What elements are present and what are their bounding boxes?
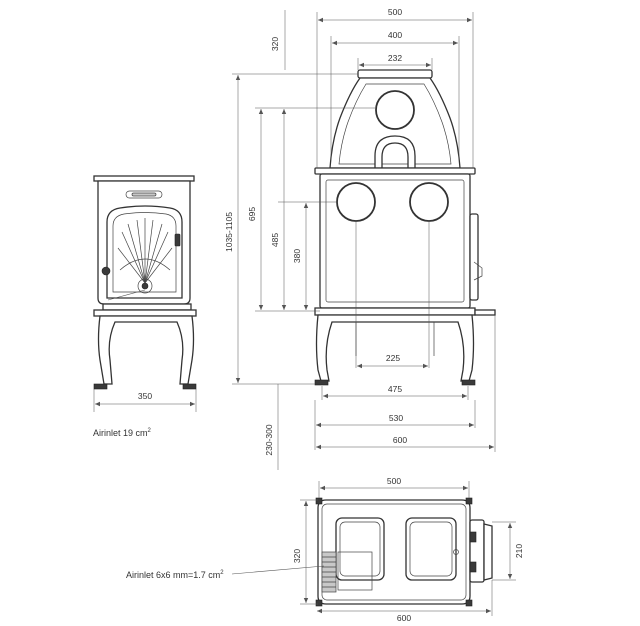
- plan-plate-left: [335, 517, 385, 581]
- plan-width600-label: 600: [397, 613, 411, 623]
- top-clearance-label: 320: [270, 37, 280, 51]
- total-height-label: 1035-1105: [224, 212, 234, 252]
- side-foot-right: [182, 383, 197, 390]
- side-plinth: [102, 303, 192, 311]
- plan-air-inlet-label: Airinlet 6x6 mm=1.7 cm2: [126, 570, 224, 580]
- nameplate: [125, 190, 163, 199]
- rear-outlet-height-label: 380: [292, 249, 302, 263]
- plan-plate-left-inner: [339, 521, 381, 577]
- side-top-cap: [93, 175, 195, 182]
- width600-label: 600: [393, 435, 407, 445]
- leg-height-label: 230-300: [264, 424, 274, 455]
- top-flue-outlet: [375, 90, 415, 130]
- plan-grille-slots: [322, 556, 336, 588]
- front-foot-left: [314, 379, 329, 386]
- door-hinge: [101, 266, 111, 276]
- door: [106, 205, 183, 299]
- side-view: 350 Airinlet 19 cm2: [93, 175, 197, 438]
- plan-air-inlet-leader: [231, 565, 325, 575]
- rear-outlet-left: [336, 182, 376, 222]
- flue-collar: [357, 69, 433, 79]
- side-air-inlet-leader: [107, 289, 146, 301]
- front-foot-right: [461, 379, 476, 386]
- door-handle: [174, 233, 181, 247]
- plan-corner-tl: [315, 497, 323, 505]
- side-legs: [97, 315, 195, 385]
- front-ash-lip: [474, 309, 496, 316]
- side-air-inlet-label: Airinlet 19 cm2: [93, 428, 152, 438]
- side-base-top: [93, 309, 197, 317]
- air-control-center: [141, 282, 149, 290]
- width530-label: 530: [389, 413, 403, 423]
- plan-side-hinge-bottom: [469, 561, 477, 573]
- front-legs: [315, 314, 475, 382]
- air-control-knob: [137, 278, 153, 294]
- plan-depth-label: 320: [292, 549, 302, 563]
- nameplate-logo: [131, 192, 157, 197]
- canopy-inner-line: [338, 83, 452, 165]
- plan-corner-bl: [315, 599, 323, 607]
- plan-corner-tr: [465, 497, 473, 505]
- width500-label: 500: [388, 7, 402, 17]
- side-width-label: 350: [138, 391, 152, 401]
- door-fan-decoration: [117, 218, 173, 284]
- front-top-plate: [314, 167, 476, 175]
- door-inner-frame: [112, 212, 177, 293]
- plan-width500-label: 500: [387, 476, 401, 486]
- plan-side-door: [469, 519, 485, 583]
- side-door-profile: [469, 213, 479, 301]
- plan-corner-br: [465, 599, 473, 607]
- side-door-handle: [473, 261, 483, 281]
- width400-label: 400: [388, 30, 402, 40]
- width232-label: 232: [388, 53, 402, 63]
- side-foot-left: [93, 383, 108, 390]
- span475-label: 475: [388, 384, 402, 394]
- body-height-label: 695: [247, 207, 257, 221]
- outlet-height-label: 485: [270, 233, 280, 247]
- plan-side-depth-label: 210: [514, 544, 524, 558]
- plan-ash-box: [337, 551, 373, 591]
- plan-side-hinge-top: [469, 531, 477, 543]
- front-plinth: [314, 307, 476, 316]
- plan-side-door-handle: [483, 523, 493, 581]
- rear-outlet-right: [409, 182, 449, 222]
- plan-view: 500 320 210 600 Airinlet 6x6 mm=1.7 cm2: [126, 476, 524, 623]
- plan-knob: [453, 549, 459, 555]
- front-body-panel: [325, 179, 465, 303]
- front-legs-inner: [355, 322, 435, 356]
- plan-plate-right-inner: [409, 521, 453, 577]
- spacing225-label: 225: [386, 353, 400, 363]
- front-view: 500 400 232 320 1035-1105 695 485 380 23…: [224, 7, 496, 470]
- plan-plate-right: [405, 517, 457, 581]
